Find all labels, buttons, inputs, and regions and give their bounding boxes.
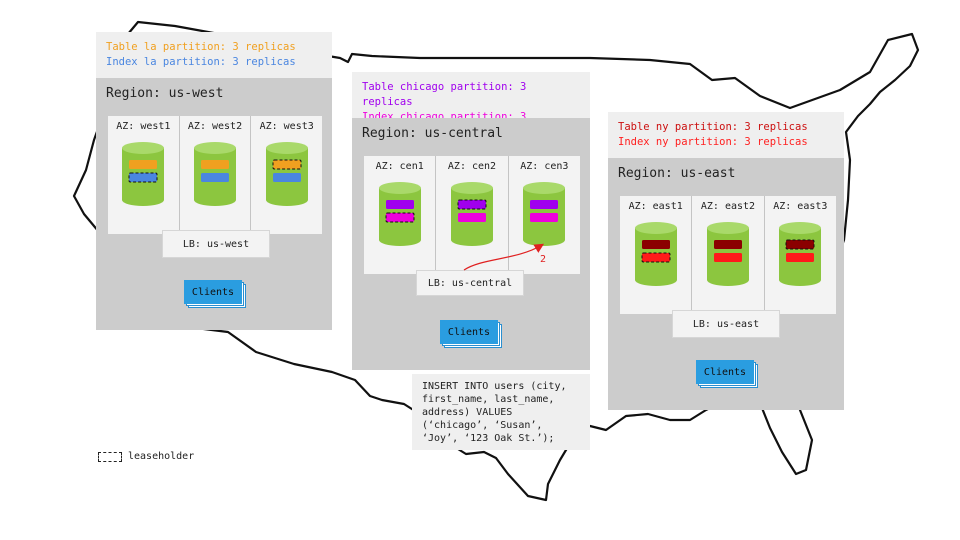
east-table-partition-label: Table ny partition: 3 replicas: [618, 121, 808, 133]
ny-index-replica: [713, 253, 742, 262]
clients-label: Clients: [184, 280, 242, 304]
ny-table-replica: [713, 240, 742, 249]
az-east2: AZ: east2: [692, 196, 765, 314]
leaseholder-legend-swatch: [98, 452, 122, 462]
az-label: AZ: east2: [700, 201, 756, 212]
leaseholder-legend-label: leaseholder: [128, 451, 195, 462]
database-replica-icon: [634, 222, 677, 286]
west-index-partition-label: Index la partition: 3 replicas: [106, 56, 296, 68]
database-replica-icon: [194, 142, 236, 206]
az-group: AZ: east1 AZ: east2 AZ: east3: [620, 196, 836, 314]
la-index-leaseholder: [128, 172, 158, 183]
clients-label: Clients: [440, 320, 498, 344]
database-replica-icon: [122, 142, 165, 206]
az-west1: AZ: west1: [108, 116, 180, 234]
database-replica-icon: [450, 182, 493, 246]
central-table-partition-label: Table chicago partition: 3 replicas: [362, 81, 527, 108]
ny-table-leaseholder: [785, 239, 815, 250]
az-cen3: AZ: cen3: [509, 156, 580, 274]
database-replica-icon: [779, 222, 822, 286]
region-us-east: Region: us-east AZ: east1 AZ: east2 AZ: …: [608, 158, 844, 410]
central-partition-header: Table chicago partition: 3 replicas Inde…: [352, 72, 590, 138]
ny-index-replica: [786, 253, 815, 262]
ny-index-leaseholder: [641, 252, 671, 263]
request-arrow: [463, 243, 545, 271]
sql-statement: INSERT INTO users (city, first_name, las…: [412, 374, 590, 450]
chicago-table-replica: [530, 200, 559, 209]
request-step-label: 2: [540, 254, 547, 265]
west-partition-header: Table la partition: 3 replicas Index la …: [96, 32, 332, 78]
ny-table-replica: [641, 240, 670, 249]
az-label: AZ: east1: [628, 201, 683, 212]
chicago-index-replica: [457, 213, 486, 222]
region-title: Region: us-east: [618, 166, 736, 181]
la-index-replica: [272, 173, 301, 182]
west-table-partition-label: Table la partition: 3 replicas: [106, 41, 296, 53]
az-label: AZ: cen2: [447, 161, 497, 172]
la-table-replica: [201, 160, 229, 169]
az-east1: AZ: east1: [620, 196, 693, 314]
load-balancer-us-west: LB: us-west: [162, 230, 270, 258]
region-title: Region: us-west: [106, 86, 224, 101]
az-group: AZ: cen1 AZ: cen2 AZ: cen3: [364, 156, 580, 274]
load-balancer-us-east: LB: us-east: [672, 310, 780, 338]
az-label: AZ: west3: [259, 121, 314, 132]
la-table-leaseholder: [272, 159, 302, 170]
region-us-central: Region: us-central AZ: cen1 AZ: cen2 AZ:…: [352, 118, 590, 370]
east-index-partition-label: Index ny partition: 3 replicas: [618, 136, 808, 148]
az-label: AZ: west1: [116, 121, 171, 132]
az-label: AZ: west2: [187, 121, 243, 132]
chicago-index-replica: [530, 213, 559, 222]
az-cen2: AZ: cen2: [436, 156, 509, 274]
clients-button-east[interactable]: Clients: [696, 360, 758, 388]
database-replica-icon: [523, 182, 566, 246]
az-west2: AZ: west2: [180, 116, 252, 234]
az-label: AZ: east3: [773, 201, 828, 212]
az-west3: AZ: west3: [251, 116, 322, 234]
database-replica-icon: [378, 182, 421, 246]
az-label: AZ: cen1: [375, 161, 424, 172]
la-table-replica: [129, 160, 158, 169]
la-index-replica: [201, 173, 229, 182]
az-east3: AZ: east3: [765, 196, 836, 314]
chicago-index-leaseholder: [385, 212, 415, 223]
east-partition-header: Table ny partition: 3 replicas Index ny …: [608, 112, 844, 158]
region-us-west: Region: us-west AZ: west1 AZ: west2 AZ: …: [96, 78, 332, 330]
clients-button-central[interactable]: Clients: [440, 320, 502, 348]
az-cen1: AZ: cen1: [364, 156, 437, 274]
load-balancer-us-central: LB: us-central: [416, 270, 524, 296]
clients-label: Clients: [696, 360, 754, 384]
az-group: AZ: west1 AZ: west2 AZ: west3: [108, 116, 322, 234]
chicago-table-replica: [385, 200, 414, 209]
database-replica-icon: [706, 222, 749, 286]
database-replica-icon: [265, 142, 308, 206]
chicago-table-leaseholder: [457, 199, 487, 210]
az-label: AZ: cen3: [520, 161, 569, 172]
clients-button-west[interactable]: Clients: [184, 280, 246, 308]
region-title: Region: us-central: [362, 126, 503, 141]
